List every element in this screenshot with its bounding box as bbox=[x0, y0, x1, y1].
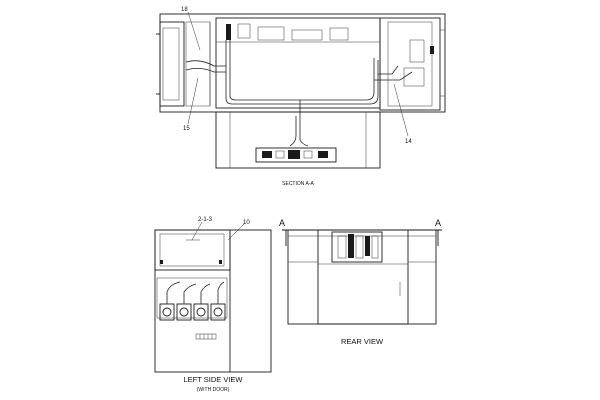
callout-10: 10 bbox=[243, 220, 250, 226]
callout-18: 18 bbox=[181, 7, 188, 13]
rear-view-caption: REAR VIEW bbox=[341, 337, 384, 346]
left-side-view-caption: LEFT SIDE VIEW bbox=[183, 375, 243, 384]
callout-2-1-3: 2-1-3 bbox=[198, 217, 213, 223]
left-side-view: 2-1-3 10 LEFT SIDE VIEW (WITH DOOR) bbox=[154, 217, 272, 393]
section-a-a-view: 18 15 14 SECTION A-A bbox=[156, 7, 446, 187]
section-mark-left: A bbox=[279, 218, 285, 228]
rear-view: A A REAR VIEW bbox=[279, 218, 442, 346]
callout-15: 15 bbox=[183, 126, 190, 132]
section-a-a-caption: SECTION A-A bbox=[282, 181, 314, 187]
section-mark-right: A bbox=[435, 218, 441, 228]
left-side-view-subcaption: (WITH DOOR) bbox=[197, 387, 230, 393]
callout-14: 14 bbox=[405, 139, 412, 145]
